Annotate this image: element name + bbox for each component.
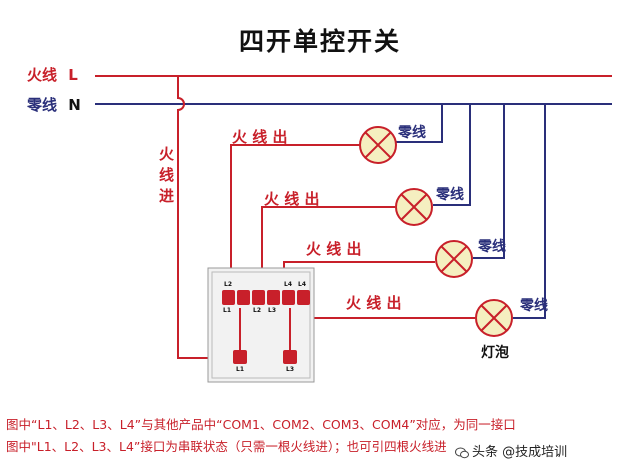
- terminal-label: L1: [223, 307, 231, 314]
- terminal-top-1: [222, 290, 235, 305]
- terminal-label: L2: [253, 307, 261, 314]
- live-out-label-3: 火 线 出: [306, 240, 362, 258]
- terminal-top-3: [252, 290, 265, 305]
- caption-line-1: 图中“L1、L2、L3、L4”与其他产品中“COM1、COM2、COM3、COM…: [6, 417, 516, 432]
- live-in-label: 火线进: [157, 146, 175, 209]
- lamp-2: [395, 188, 433, 226]
- lamp-4: [475, 299, 513, 337]
- neutral-label-2: 零线: [436, 187, 464, 203]
- neutral-label-3: 零线: [478, 239, 506, 255]
- terminal-label: L4: [298, 281, 306, 288]
- terminal-top-2: [237, 290, 250, 305]
- neutral-drops: [395, 104, 546, 319]
- live-out-label-2: 火 线 出: [264, 190, 320, 208]
- live-out-label-4: 火 线 出: [346, 294, 402, 312]
- lamp-3: [435, 240, 473, 278]
- live-wire-label: 火线 L: [27, 66, 78, 84]
- four-gang-switch: [207, 267, 315, 383]
- terminal-label: L3: [286, 366, 294, 373]
- terminal-label: L3: [268, 307, 276, 314]
- terminal-bottom-2: [283, 350, 297, 364]
- bulb-label: 灯泡: [481, 345, 509, 361]
- caption-line-2: 图中"L1、L2、L3、L4”接口为串联状态（只需一根火线进）；也可引四根火线进: [6, 439, 447, 454]
- terminal-top-6: [297, 290, 310, 305]
- neutral-label-4: 零线: [520, 298, 548, 314]
- neutral-wire-label: 零线 N: [27, 96, 81, 114]
- terminal-label: L1: [236, 366, 244, 373]
- terminal-top-4: [267, 290, 280, 305]
- lamp-1: [359, 126, 397, 164]
- wechat-icon: [455, 447, 469, 458]
- page-title: 四开单控开关: [238, 27, 401, 56]
- neutral-label-1: 零线: [398, 125, 426, 141]
- watermark: 头条 @技成培训: [452, 440, 571, 461]
- live-out-label-1: 火 线 出: [232, 128, 288, 146]
- terminal-label: L2: [224, 281, 232, 288]
- terminal-bottom-1: [233, 350, 247, 364]
- terminal-top-5: [282, 290, 295, 305]
- terminal-label: L4: [284, 281, 292, 288]
